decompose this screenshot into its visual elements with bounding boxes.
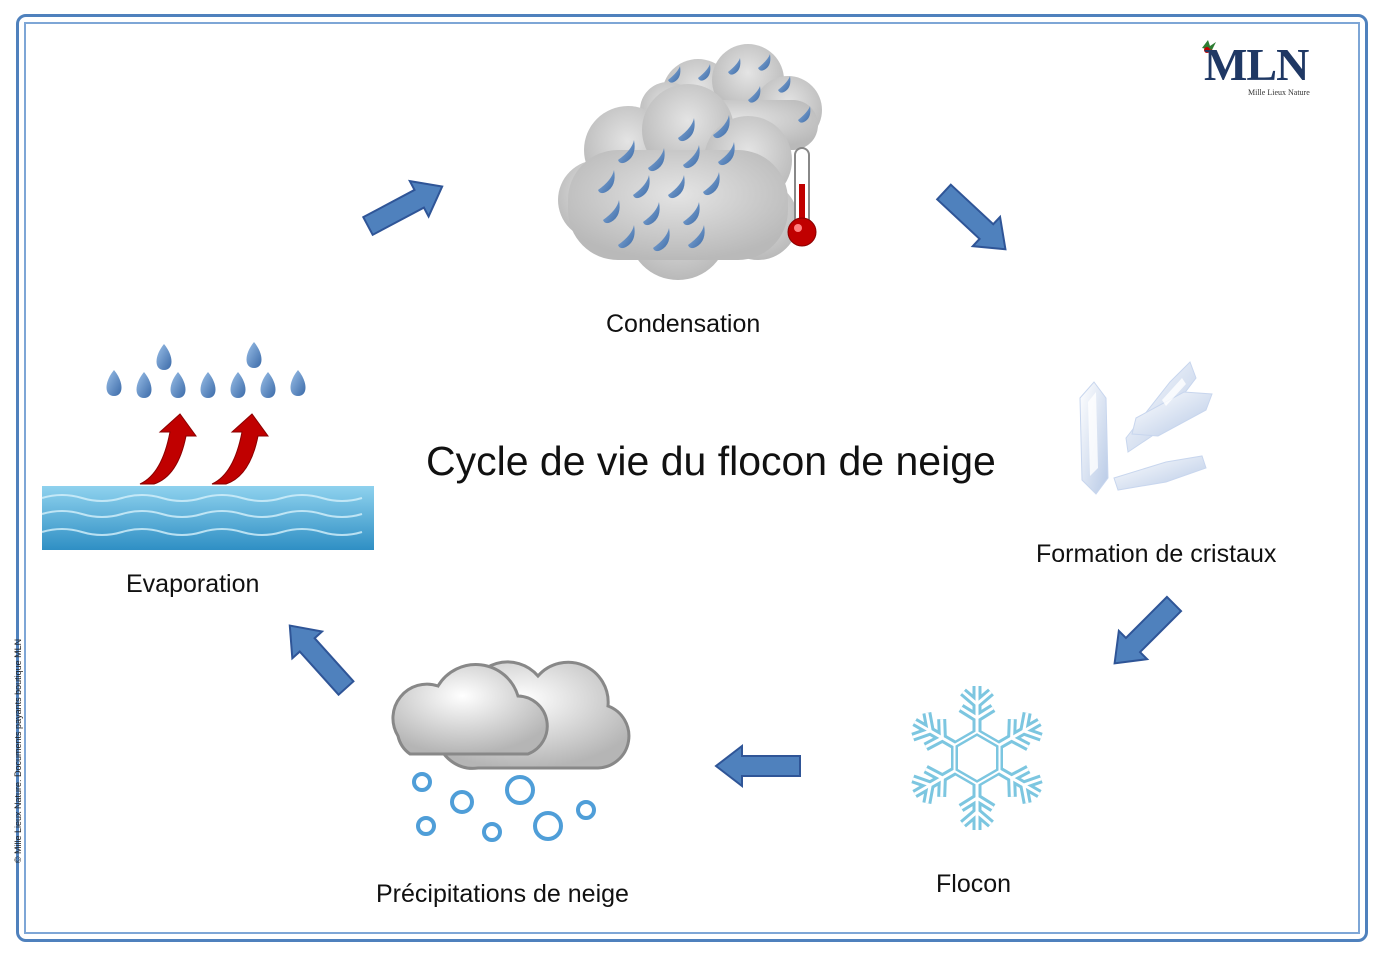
rain-drops xyxy=(598,54,811,252)
logo-subtitle: Mille Lieux Nature xyxy=(1248,88,1310,97)
logo-mln: MLN Mille Lieux Nature xyxy=(1196,34,1342,104)
page-title: Cycle de vie du flocon de neige xyxy=(426,438,996,484)
label-precipitations: Précipitations de neige xyxy=(376,880,629,908)
holly-icon xyxy=(1202,40,1216,55)
label-formation-cristaux: Formation de cristaux xyxy=(1036,540,1277,568)
evaporation-icon xyxy=(41,342,374,550)
logo-text: MLN xyxy=(1204,39,1309,90)
snowflake-icon xyxy=(902,686,1052,836)
snow-cloud-icon xyxy=(391,660,631,842)
thermometer-icon xyxy=(787,147,817,247)
page-frame xyxy=(16,14,1368,942)
label-condensation: Condensation xyxy=(606,310,761,338)
page-frame-inner xyxy=(24,22,1360,934)
label-flocon: Flocon xyxy=(936,870,1012,898)
label-evaporation: Evaporation xyxy=(126,570,260,598)
copyright-text: © Mille Lieux Nature. Documents payants … xyxy=(13,638,23,864)
ice-crystals-icon xyxy=(1079,361,1213,495)
cloud-rain-icon xyxy=(558,44,822,280)
